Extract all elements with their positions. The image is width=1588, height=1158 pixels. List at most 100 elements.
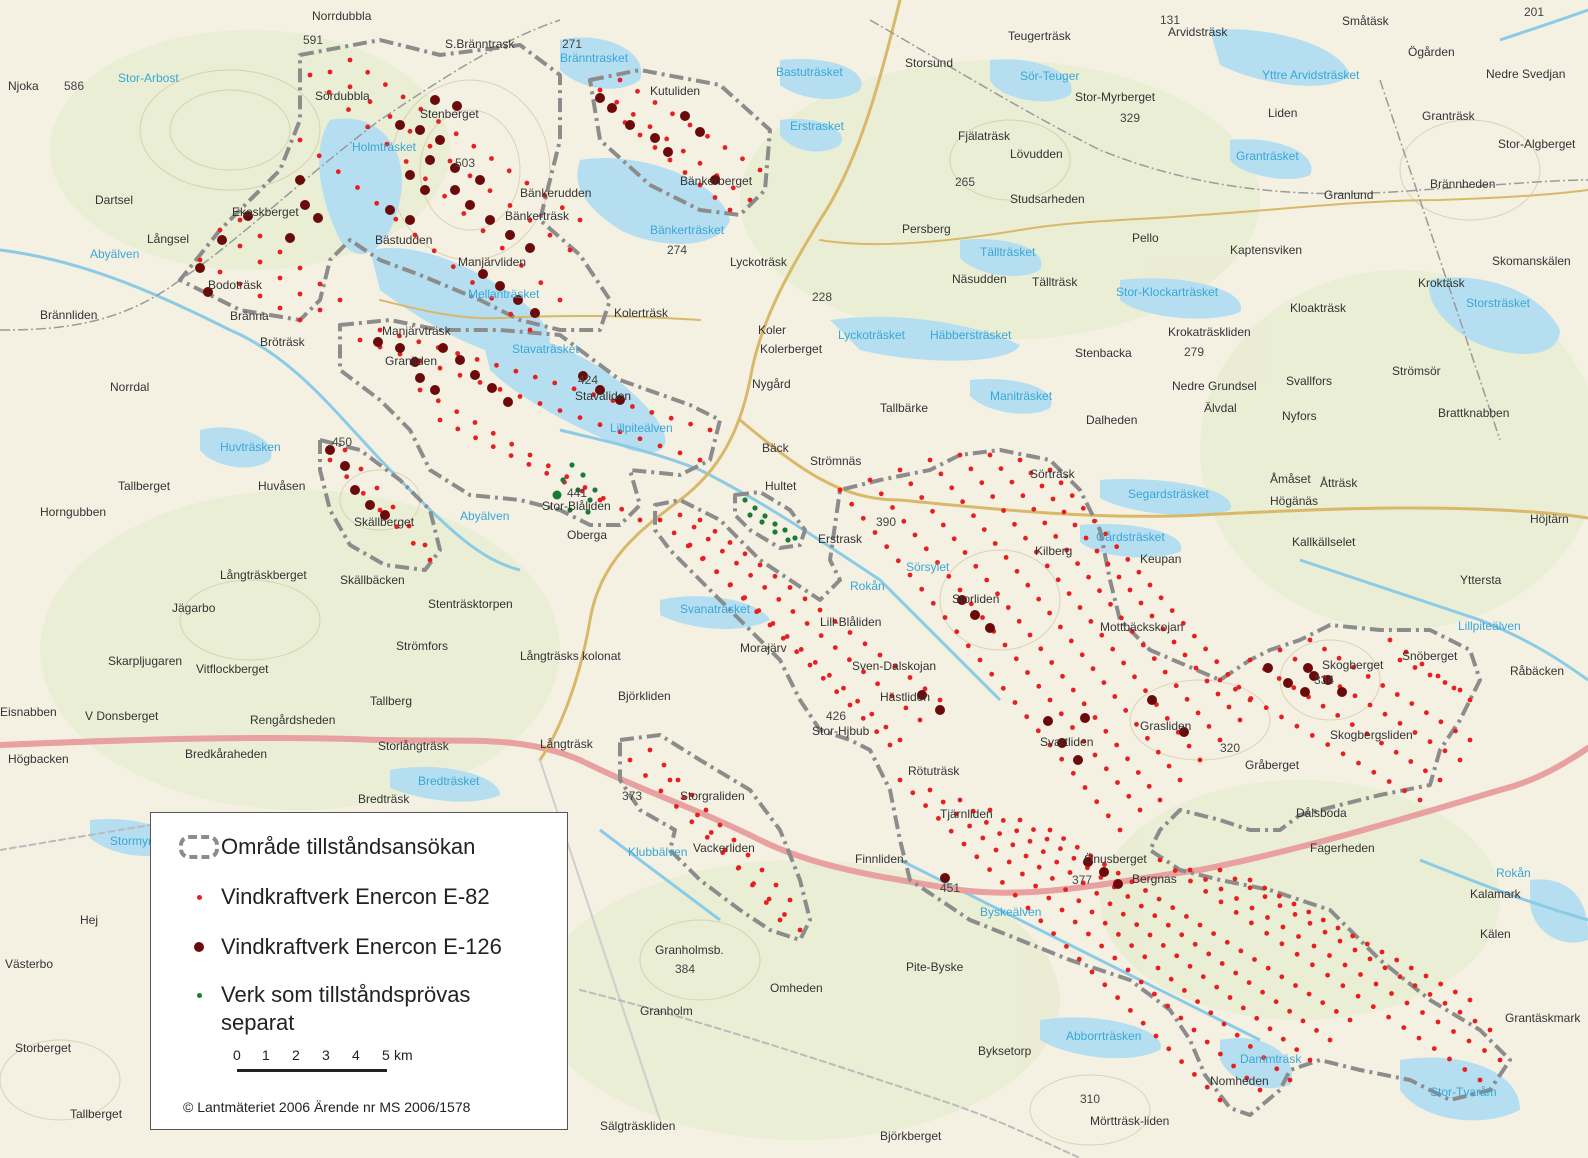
e82-turbine-3 [365, 124, 371, 130]
e82-turbine-471 [1191, 1027, 1197, 1033]
e82-turbine-627 [1352, 947, 1358, 953]
e82-turbine-693 [1457, 757, 1463, 763]
e82-turbine-560 [1156, 896, 1162, 902]
e82-turbine-299 [984, 577, 990, 583]
place-label-42: Skarpljugaren [108, 654, 182, 668]
place-label-26: Stavaliden [575, 389, 631, 403]
e82-turbine-123 [474, 357, 480, 362]
e82-turbine-135 [707, 427, 713, 433]
separate-turbine-2 [575, 487, 581, 493]
e82-turbine-44 [355, 185, 360, 190]
place-label-135: Sörträsk [1030, 467, 1076, 481]
e82-turbine-552 [1047, 827, 1053, 833]
e126-turbine-4 [435, 135, 445, 145]
separate-turbine-17 [772, 529, 778, 535]
e82-turbine-498 [1234, 1032, 1240, 1038]
e82-turbine-632 [1427, 992, 1433, 997]
e126-turbine-41 [455, 355, 465, 365]
e82-turbine-255 [1000, 685, 1006, 691]
e82-turbine-214 [787, 585, 793, 590]
place-label-30: Tallberget [118, 479, 171, 493]
e82-turbine-733 [703, 807, 709, 813]
e82-turbine-261 [1070, 770, 1076, 776]
e82-turbine-43 [335, 169, 341, 175]
e82-turbine-618 [1217, 867, 1223, 873]
e126-turbine-21 [243, 211, 253, 221]
e82-turbine-730 [661, 762, 667, 768]
e82-turbine-108 [517, 394, 523, 399]
e126-turbine-6 [450, 163, 460, 173]
e82-turbine-528 [1017, 817, 1023, 823]
e82-turbine-674 [1349, 722, 1355, 727]
e82-turbine-414 [1136, 569, 1142, 575]
e82-turbine-298 [973, 563, 979, 569]
e82-turbine-602 [1265, 915, 1270, 920]
e82-turbine-586 [1325, 972, 1330, 978]
e82-turbine-118 [377, 327, 383, 333]
e82-turbine-352 [1088, 619, 1094, 624]
e82-turbine-168 [374, 485, 380, 491]
place-label-32: Horngubben [40, 505, 106, 519]
e82-turbine-147 [619, 506, 625, 512]
water-label-19: Yttre Arvidsträsket [1262, 68, 1360, 82]
e82-turbine-23 [507, 203, 513, 208]
water-label-11: Bredträsket [418, 774, 480, 788]
e82-turbine-347 [1034, 549, 1039, 555]
e82-turbine-332 [1101, 680, 1107, 685]
place-label-79: Kalamark [1470, 887, 1522, 901]
e82-turbine-451 [927, 787, 933, 793]
e82-turbine-597 [1187, 867, 1193, 873]
place-label-10: Bänkerudden [520, 186, 591, 200]
e82-turbine-11 [519, 263, 524, 268]
e82-turbine-485 [1063, 887, 1068, 892]
e82-turbine-748 [777, 917, 783, 923]
e82-turbine-230 [754, 609, 760, 615]
e82-turbine-516 [1160, 943, 1166, 948]
e82-turbine-475 [1244, 1075, 1250, 1081]
separate-turbine-16 [759, 519, 765, 525]
e82-turbine-396 [1138, 600, 1144, 606]
e82-turbine-281 [1036, 683, 1042, 689]
e82-turbine-160 [344, 474, 350, 480]
place-label-120: Småtäsk [1342, 14, 1390, 28]
e82-turbine-647 [1394, 957, 1400, 963]
e82-turbine-409 [1080, 505, 1086, 511]
e82-turbine-313 [1135, 770, 1141, 775]
place-label-37: Erstrask [818, 532, 863, 546]
water-labels: Stor-ArbostBränntrasketHolmträsketBänker… [90, 51, 1531, 1099]
e82-turbine-713 [1412, 665, 1418, 670]
e82-turbine-353 [1099, 632, 1105, 638]
place-label-117: Stor-Algberget [1498, 137, 1576, 151]
place-label-5: Kutuliden [650, 84, 700, 98]
elevation-label-20: 201 [1524, 5, 1544, 19]
e82-turbine-657 [1279, 714, 1284, 720]
e82-turbine-icon [177, 883, 221, 911]
e82-turbine-28 [365, 69, 371, 75]
place-label-65: Önusberget [1084, 852, 1147, 866]
e82-turbine-459 [1033, 883, 1038, 889]
place-label-112: Kloakträsk [1290, 301, 1347, 315]
e82-turbine-399 [1171, 639, 1177, 645]
scale-tick-4: 4 [352, 1047, 360, 1063]
place-label-48: Sven-Dalskojan [852, 659, 936, 673]
e82-turbine-711 [1467, 697, 1473, 703]
e82-turbine-446 [1166, 1046, 1172, 1052]
e82-turbine-650 [1438, 981, 1444, 987]
e126-turbine-2 [395, 120, 405, 130]
area-hultet-separate [733, 490, 807, 550]
e82-turbine-379 [1162, 669, 1168, 675]
e126-turbine-0 [430, 95, 440, 105]
e82-turbine-359 [1164, 716, 1170, 721]
e82-turbine-688 [1382, 711, 1388, 717]
e82-turbine-286 [1092, 752, 1098, 758]
e82-turbine-323 [1003, 555, 1009, 560]
e82-turbine-677 [1393, 749, 1399, 755]
e82-turbine-718 [643, 773, 648, 778]
e82-turbine-232 [780, 635, 786, 641]
e82-turbine-373 [1097, 588, 1102, 594]
e82-turbine-380 [1173, 683, 1179, 689]
e82-turbine-447 [1179, 1059, 1184, 1064]
e82-turbine-170 [406, 523, 412, 529]
e82-turbine-249 [930, 600, 936, 606]
e82-turbine-499 [1248, 1044, 1253, 1049]
